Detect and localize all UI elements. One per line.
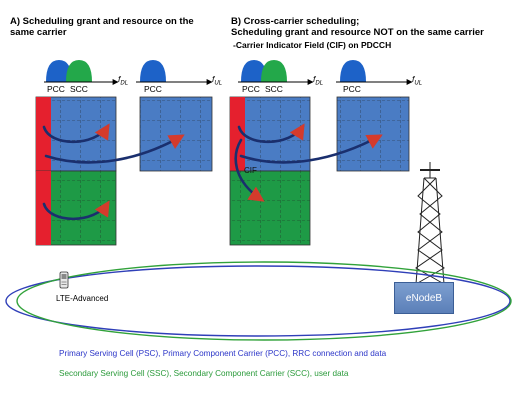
pcc-ul-carrier-shape bbox=[140, 60, 166, 82]
f-ul-label: fUL bbox=[212, 74, 223, 87]
section-b-subtitle: -Carrier Indicator Field (CIF) on PDCCH bbox=[233, 40, 392, 50]
section-b-title-line-1: B) Cross-carrier scheduling; bbox=[231, 16, 360, 27]
f-dl-label: fDL bbox=[313, 74, 324, 87]
section-a-arrows bbox=[42, 123, 185, 221]
scc-label: SCC bbox=[265, 84, 283, 94]
section-b-pcc-ul-grid bbox=[336, 96, 410, 172]
pcc-ul-label: PCC bbox=[343, 84, 361, 94]
pcc-label: PCC bbox=[242, 84, 260, 94]
cif-label: CIF bbox=[244, 166, 257, 175]
secondary-cell-coverage bbox=[16, 261, 512, 341]
section-b-dl-carriers bbox=[238, 60, 314, 85]
section-a-ul-carriers bbox=[136, 60, 213, 85]
section-a-dl-carriers bbox=[44, 60, 119, 85]
pcc-label: PCC bbox=[47, 84, 65, 94]
primary-cell-coverage bbox=[5, 265, 511, 337]
legend-primary: Primary Serving Cell (PSC), Primary Comp… bbox=[59, 349, 387, 358]
f-ul-label: fUL bbox=[412, 74, 423, 87]
scc-carrier-shape bbox=[261, 60, 287, 82]
section-b-scc-dl-grid bbox=[229, 170, 311, 246]
section-a-title-line-1: A) Scheduling grant and resource on the bbox=[10, 16, 194, 27]
mobile-phone-icon bbox=[59, 271, 69, 289]
pdcch-control-region bbox=[36, 97, 51, 171]
section-a-title: A) Scheduling grant and resource on the … bbox=[10, 16, 194, 38]
pcc-ul-carrier-shape bbox=[340, 60, 366, 82]
section-b-title: B) Cross-carrier scheduling; Scheduling … bbox=[231, 16, 484, 38]
f-dl-label: fDL bbox=[118, 74, 129, 87]
section-b-arrows bbox=[234, 123, 383, 202]
section-a-scc-dl-grid bbox=[35, 170, 117, 246]
device-label: LTE-Advanced bbox=[56, 294, 109, 303]
pcc-carrier-shape bbox=[241, 60, 267, 82]
pdcch-control-region bbox=[230, 97, 245, 171]
enodeb-box: eNodeB bbox=[394, 282, 454, 314]
legend-secondary: Secondary Serving Cell (SSC), Secondary … bbox=[59, 369, 349, 378]
enodeb-tower bbox=[415, 162, 445, 285]
scc-label: SCC bbox=[70, 84, 88, 94]
cross-carrier-arrow bbox=[234, 138, 265, 202]
section-b-ul-carriers bbox=[336, 60, 413, 85]
section-a-pcc-ul-grid bbox=[139, 96, 213, 172]
scc-carrier-shape bbox=[66, 60, 92, 82]
pcc-carrier-shape bbox=[46, 60, 72, 82]
pcc-ul-label: PCC bbox=[144, 84, 162, 94]
section-a-title-line-2: same carrier bbox=[10, 27, 67, 38]
section-b-title-line-2: Scheduling grant and resource NOT on the… bbox=[231, 27, 484, 38]
pdcch-control-region bbox=[36, 171, 51, 245]
